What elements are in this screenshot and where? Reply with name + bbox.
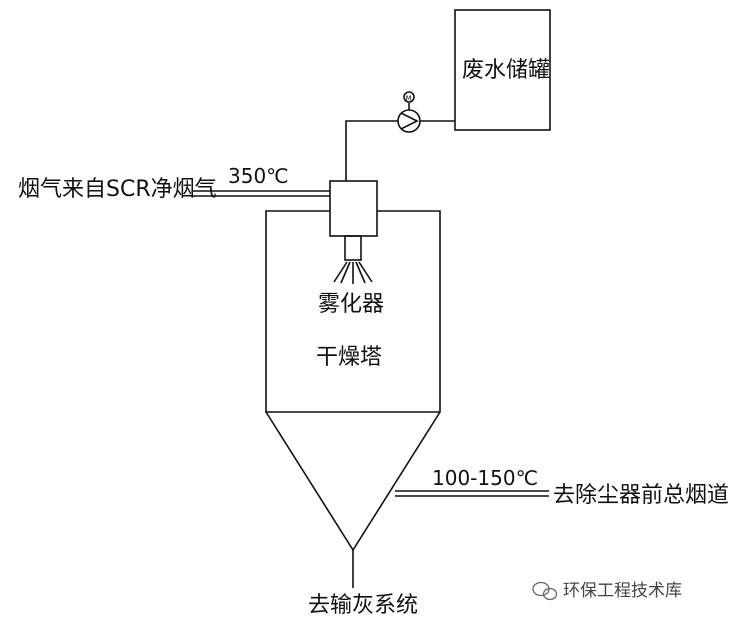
watermark-text: 环保工程技术库: [563, 581, 682, 601]
feed-pipe-down: [345, 120, 398, 181]
atomizer-housing: [329, 180, 378, 237]
pump-motor-mark: M: [406, 95, 412, 103]
wastewater-tank: [454, 9, 551, 131]
pump-motor-icon: [403, 91, 415, 103]
inlet-temperature: 350℃: [228, 164, 289, 188]
dryer-label: 干燥塔: [316, 345, 382, 370]
wechat-icon: [532, 581, 558, 601]
dryer-tower-body: [265, 210, 441, 413]
atomizer-label: 雾化器: [318, 292, 384, 317]
tank-label: 废水储罐: [462, 58, 550, 83]
watermark: 环保工程技术库: [532, 581, 682, 601]
flue-gas-outlet-label: 去除尘器前总烟道: [553, 483, 729, 508]
dryer-cone: [265, 411, 441, 552]
flue-gas-inlet-label: 烟气来自SCR净烟气: [18, 177, 217, 202]
ash-system-label: 去输灰系统: [308, 593, 418, 618]
spray-icon: [333, 261, 373, 284]
atomizer-nozzle: [344, 235, 362, 261]
outlet-temperature: 100-150℃: [432, 466, 538, 490]
pump-direction-icon: [400, 112, 419, 130]
